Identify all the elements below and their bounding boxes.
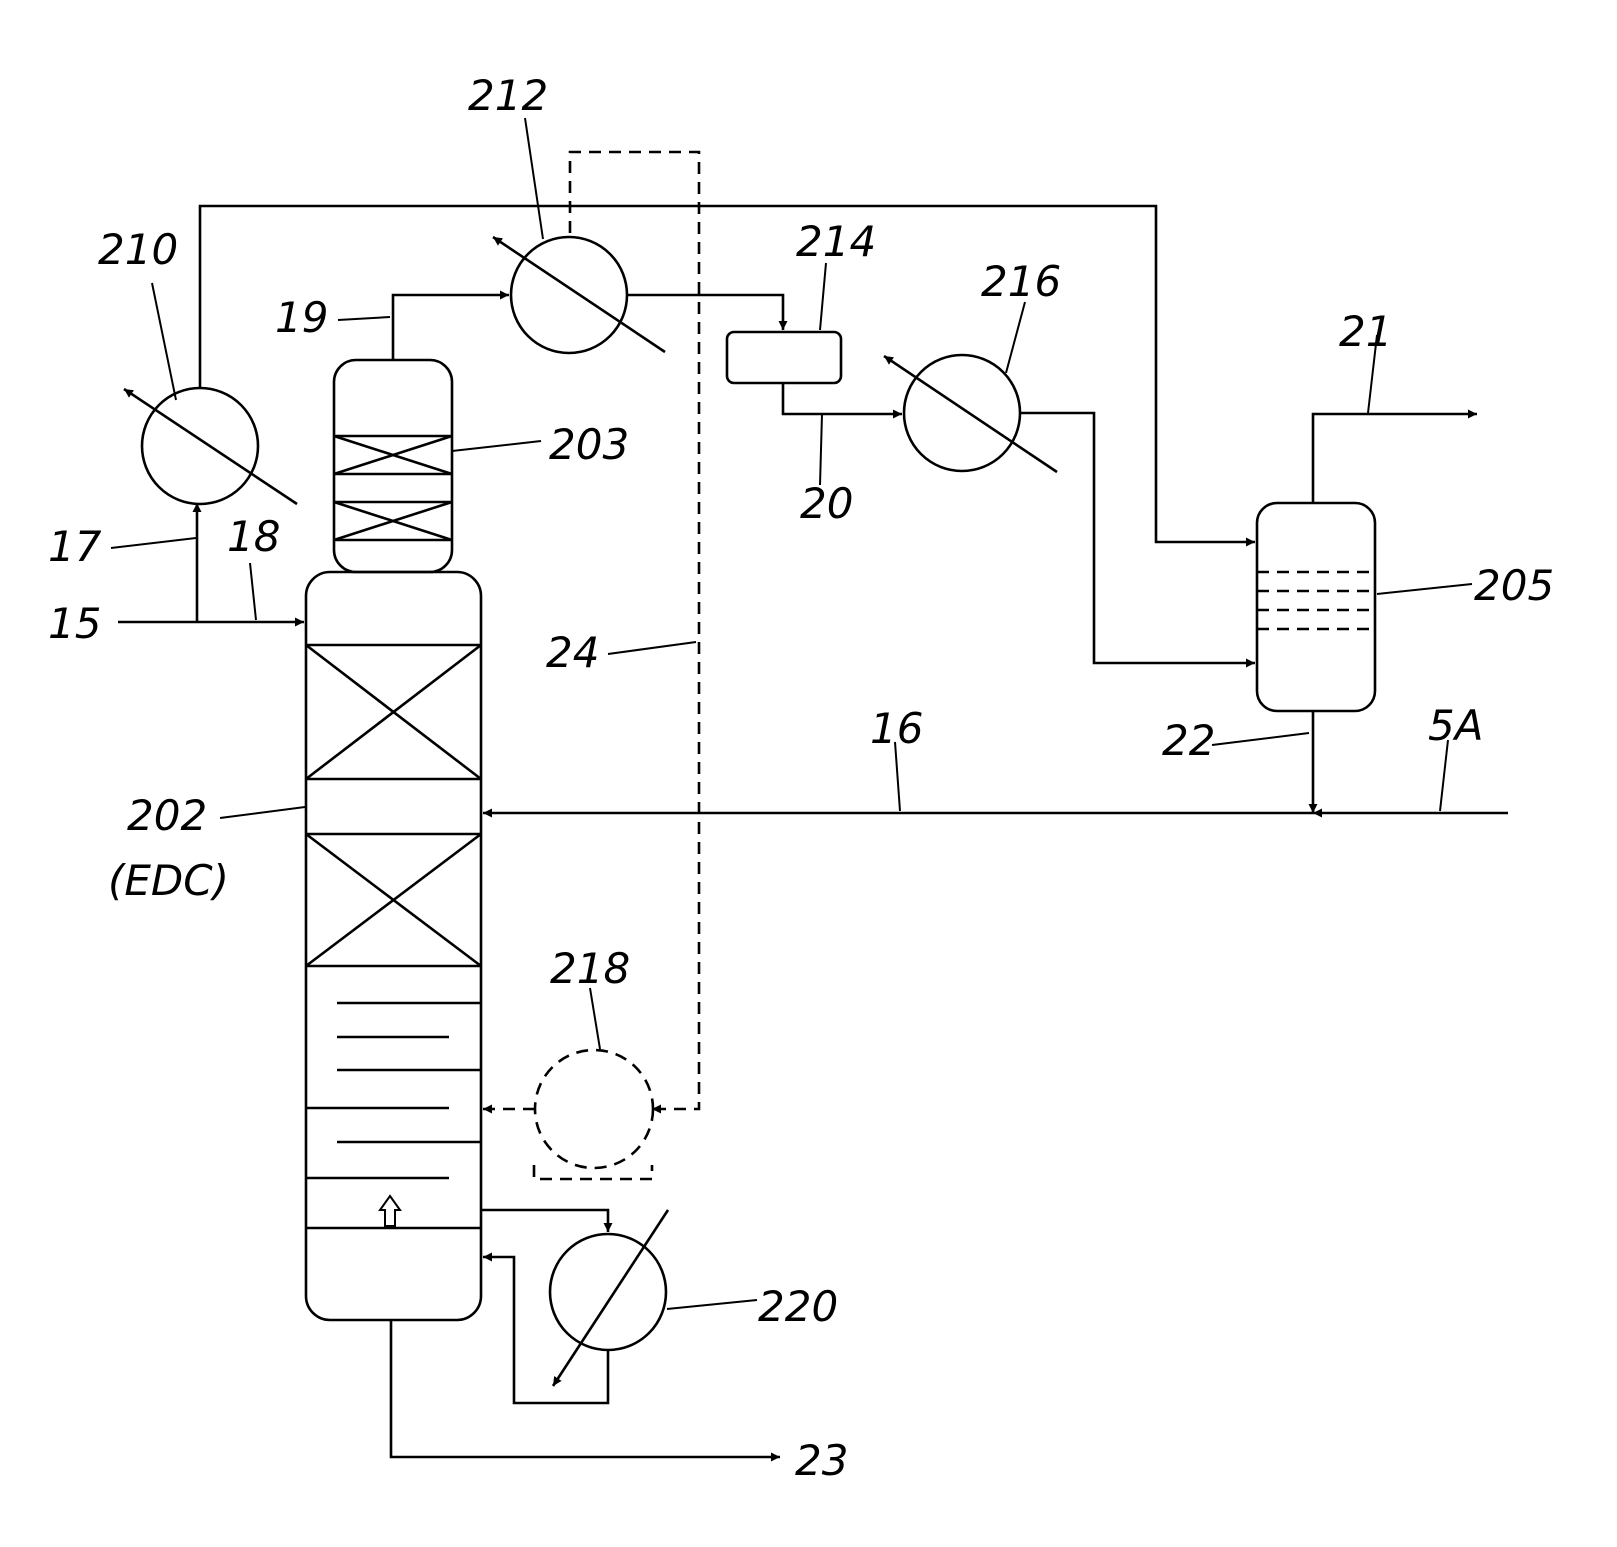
label-edc: (EDC) — [108, 856, 229, 905]
separator-205 — [1257, 503, 1375, 711]
label-stream-24: 24 — [546, 628, 599, 677]
label-stream-17: 17 — [48, 522, 102, 571]
heat-exchanger-210 — [124, 388, 297, 504]
label-212: 212 — [468, 71, 548, 120]
label-stream-21: 21 — [1339, 307, 1392, 356]
pump-218 — [534, 1050, 653, 1179]
label-210: 210 — [98, 225, 178, 274]
label-stream-18: 18 — [227, 512, 280, 561]
label-203: 203 — [549, 420, 629, 469]
label-stream-22: 22 — [1162, 716, 1215, 765]
stream-lines — [118, 152, 1508, 1457]
label-214: 214 — [796, 217, 876, 266]
label-218: 218 — [550, 944, 630, 993]
drum-214 — [727, 332, 841, 383]
label-stream-19: 19 — [275, 293, 328, 342]
label-stream-15: 15 — [48, 599, 101, 648]
label-stream-16: 16 — [870, 704, 923, 753]
column-top-section-203 — [334, 360, 452, 572]
label-stream-20: 20 — [800, 479, 853, 528]
distillation-column-202 — [306, 572, 481, 1320]
label-216: 216 — [981, 257, 1061, 306]
label-stream-5A: 5A — [1428, 701, 1483, 750]
label-202: 202 — [127, 791, 207, 840]
label-stream-23: 23 — [795, 1436, 848, 1485]
label-205: 205 — [1474, 561, 1554, 610]
label-220: 220 — [758, 1282, 838, 1331]
